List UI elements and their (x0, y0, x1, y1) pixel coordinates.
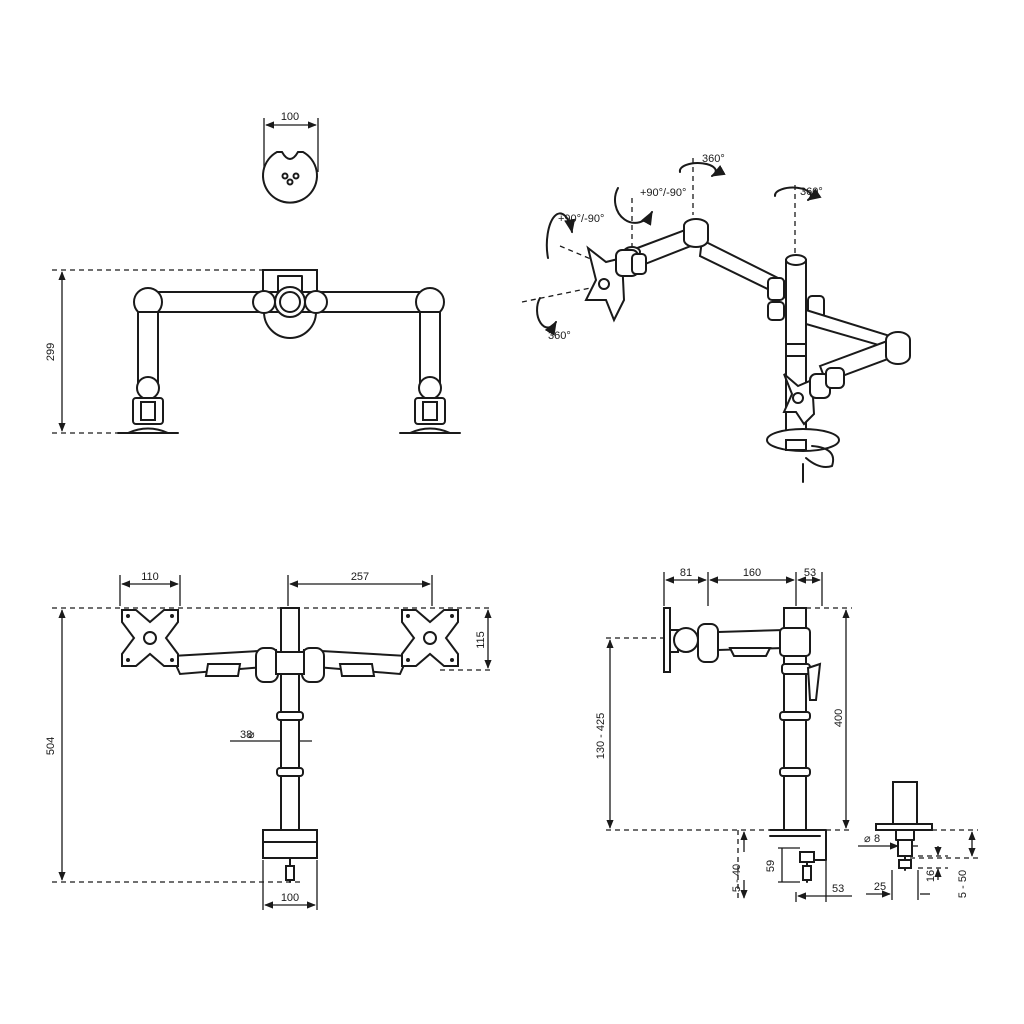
arm-length-label: 160 (743, 567, 761, 579)
vesa-width-label: 110 (141, 571, 159, 583)
isometric-view: 360° 360° +90°/-90° +90°/-90° 360° (521, 153, 911, 483)
tilt-left-label: +90°/-90° (558, 213, 604, 225)
arm-reach-label: 257 (351, 571, 369, 583)
clamp-depth-label: 59 (765, 860, 777, 872)
rotate-bottom-label: 360° (548, 330, 571, 342)
grommet-view: 8 ⌀ 25 16 5 - 50 (858, 781, 978, 900)
front-view: 110 257 115 504 38 ⌀ 100 (45, 571, 492, 910)
head-depth-label: 81 (680, 567, 692, 579)
pole-height-label: 400 (833, 709, 845, 727)
clamp-width-label: 100 (281, 892, 299, 904)
side-dimensions: 81 160 53 130 - 425 400 5 - 40 59 53 (595, 567, 852, 902)
svg-text:⌀: ⌀ (864, 833, 871, 845)
rotation-indicators: 360° 360° +90°/-90° +90°/-90° 360° (521, 153, 823, 342)
nut-width-label: 25 (874, 881, 886, 893)
front-dimensions: 110 257 115 504 38 ⌀ 100 (45, 571, 492, 910)
bolt-diameter-label: 8 (874, 833, 880, 845)
plate-width-label: 100 (281, 111, 299, 123)
top-view: 100 299 (45, 111, 461, 434)
desk-thickness-label: 5 - 40 (731, 864, 743, 892)
side-view: 81 160 53 130 - 425 400 5 - 40 59 53 (595, 567, 852, 902)
pole-diameter-label: 38 (240, 729, 252, 741)
vesa-height-label: 115 (475, 631, 487, 649)
tilt-upper-label: +90°/-90° (640, 187, 686, 199)
total-height-label: 504 (45, 737, 57, 755)
rotate-pole-label: 360° (800, 186, 823, 198)
grommet-dimensions: 8 ⌀ 25 16 5 - 50 (858, 829, 978, 900)
height-range-label: 130 - 425 (595, 713, 607, 759)
height-label: 299 (45, 343, 57, 361)
mount-plate-detail: 100 (262, 111, 319, 204)
top-arm-assembly (117, 269, 461, 434)
nut-height-label: 16 (925, 870, 937, 882)
desk-range-label: 5 - 50 (957, 870, 969, 898)
pole-offset-label: 53 (804, 567, 816, 579)
rotate-top-label: 360° (702, 153, 725, 165)
svg-text:⌀: ⌀ (248, 729, 255, 741)
clamp-base-label: 53 (832, 883, 844, 895)
